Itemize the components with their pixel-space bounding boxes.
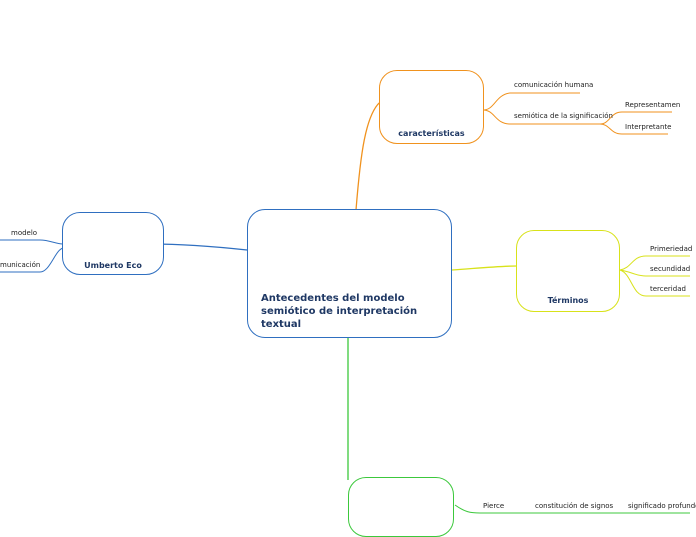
leaf-primeriedad[interactable]: Primeriedad [650, 245, 692, 253]
connector-central-umberto [151, 244, 247, 250]
leaf-interpretante[interactable]: Interpretante [625, 123, 671, 131]
leaf-terceridad[interactable]: terceridad [650, 285, 686, 293]
leaf-comunicacion-humana[interactable]: comunicación humana [514, 81, 593, 89]
bottom-node[interactable] [348, 477, 454, 537]
leaf-representamen[interactable]: Representamen [625, 101, 680, 109]
connector-umb-1 [0, 240, 63, 244]
leaf-semiotica-significacion[interactable]: semiótica de la significación [514, 112, 613, 120]
leaf-secundidad[interactable]: secundidad [650, 265, 690, 273]
leaf-constitucion-signos[interactable]: constitución de signos [535, 502, 613, 510]
umberto-title: Umberto Eco [62, 261, 164, 270]
leaf-municacion[interactable]: municación [0, 261, 40, 269]
leaf-pierce[interactable]: Pierce [483, 502, 504, 510]
caracteristicas-title: características [379, 129, 484, 138]
connector-central-terminos [452, 266, 517, 270]
central-title: Antecedentes del modelo semiótico de int… [261, 292, 436, 331]
connector-car-1 [483, 93, 580, 110]
leaf-significado-profundo[interactable]: significado profundo [628, 502, 696, 510]
terminos-title: Términos [516, 296, 620, 305]
leaf-modelo[interactable]: modelo [11, 229, 37, 237]
